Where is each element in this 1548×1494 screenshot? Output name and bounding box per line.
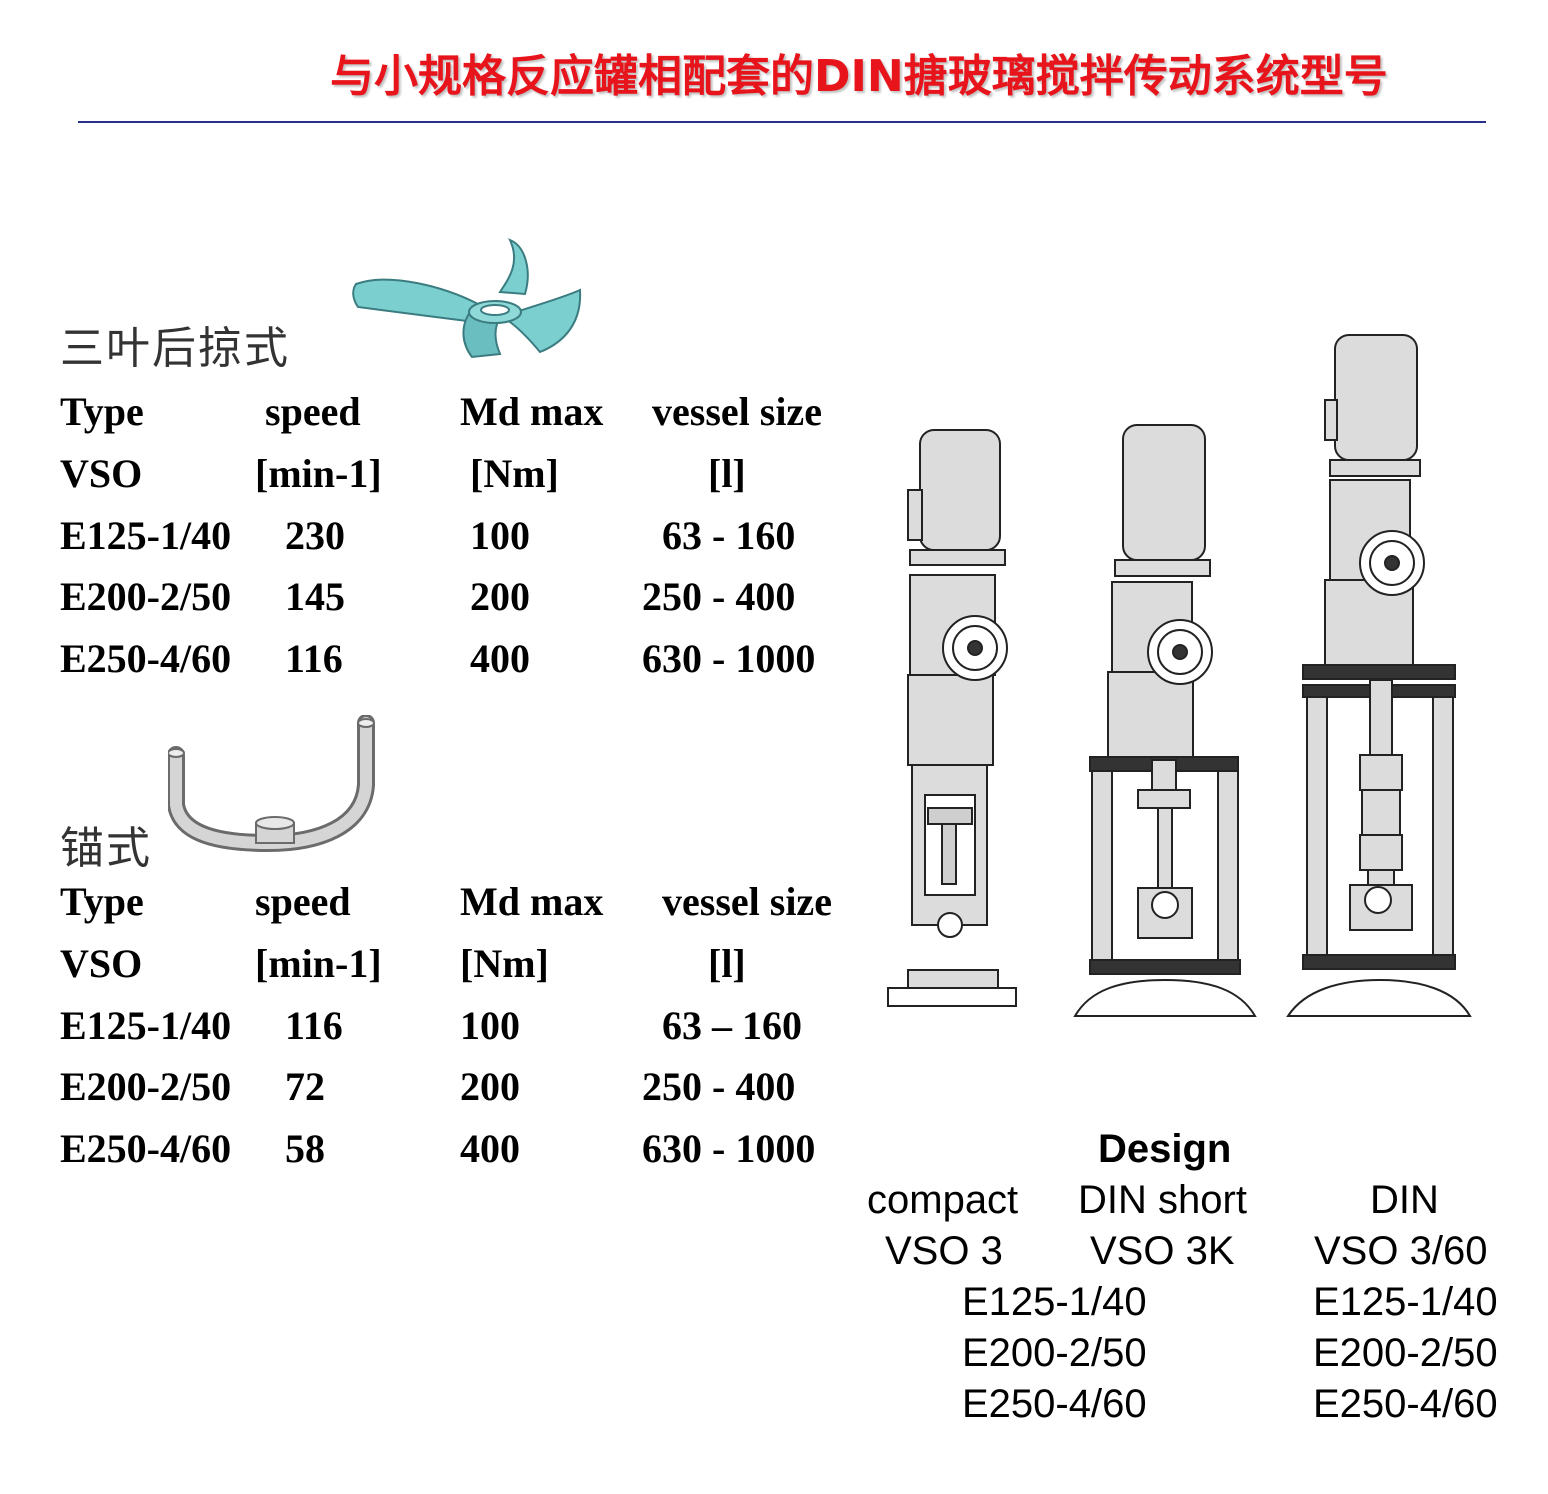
title-divider	[78, 121, 1486, 123]
cell-md-max: 100	[460, 1003, 520, 1048]
cell-md-max: 100	[470, 513, 530, 558]
header-vessel-size: vessel size	[662, 879, 832, 924]
din-drive-drawing	[1286, 334, 1472, 1017]
header-type: Type	[60, 879, 144, 924]
page-title: 与小规格反应罐相配套的DIN搪玻璃搅拌传动系统型号	[330, 51, 1388, 102]
drive-system-drawings	[887, 334, 1472, 1017]
size-right-item: E250-4/60	[1313, 1382, 1498, 1426]
design-din-model: VSO 3/60	[1314, 1229, 1488, 1273]
unit-type: VSO	[60, 451, 143, 496]
design-compact-name: compact	[867, 1178, 1019, 1222]
unit-md-max: [Nm]	[470, 451, 559, 496]
design-heading: Design	[1098, 1127, 1232, 1171]
cell-vessel-size: 630 - 1000	[642, 636, 816, 681]
header-speed: speed	[265, 389, 361, 434]
cell-vessel-size: 250 - 400	[642, 574, 796, 619]
design-din-name: DIN	[1370, 1178, 1439, 1222]
header-md-max: Md max	[460, 389, 604, 434]
unit-type: VSO	[60, 941, 143, 986]
size-left-item: E200-2/50	[962, 1331, 1147, 1375]
cell-md-max: 400	[460, 1126, 520, 1171]
cell-vessel-size: 250 - 400	[642, 1064, 796, 1109]
cell-vessel-size: 630 - 1000	[642, 1126, 816, 1171]
cell-type: E250-4/60	[60, 1126, 232, 1171]
anchor-impeller-icon	[168, 715, 375, 852]
unit-vessel-size: [l]	[708, 941, 746, 986]
unit-md-max: [Nm]	[460, 941, 549, 986]
cell-md-max: 200	[470, 574, 530, 619]
size-left-item: E125-1/40	[962, 1280, 1147, 1324]
header-type: Type	[60, 389, 144, 434]
cell-speed: 230	[285, 513, 345, 558]
cell-type: E250-4/60	[60, 636, 232, 681]
cell-speed: 116	[285, 636, 343, 681]
cell-speed: 116	[285, 1003, 343, 1048]
cell-vessel-size: 63 - 160	[662, 513, 796, 558]
cell-speed: 72	[285, 1064, 325, 1109]
header-md-max: Md max	[460, 879, 604, 924]
three-blade-impeller-icon	[352, 238, 582, 359]
cell-speed: 145	[285, 574, 345, 619]
section-label-retreat-curve: 三叶后掠式	[60, 323, 290, 374]
cell-type: E200-2/50	[60, 574, 232, 619]
header-vessel-size: vessel size	[652, 389, 822, 434]
cell-type: E200-2/50	[60, 1064, 232, 1109]
cell-md-max: 400	[470, 636, 530, 681]
design-din-short-model: VSO 3K	[1090, 1229, 1235, 1273]
cell-speed: 58	[285, 1126, 325, 1171]
design-din-short-name: DIN short	[1078, 1178, 1247, 1222]
size-right-item: E125-1/40	[1313, 1280, 1498, 1324]
unit-vessel-size: [l]	[708, 451, 746, 496]
cell-type: E125-1/40	[60, 1003, 232, 1048]
cell-vessel-size: 63 – 160	[662, 1003, 802, 1048]
unit-speed: [min-1]	[255, 941, 382, 986]
section-label-anchor: 锚式	[60, 823, 152, 874]
design-compact-model: VSO 3	[885, 1229, 1003, 1273]
compact-drive-drawing	[887, 429, 1017, 1007]
cell-md-max: 200	[460, 1064, 520, 1109]
unit-speed: [min-1]	[255, 451, 382, 496]
size-right-item: E200-2/50	[1313, 1331, 1498, 1375]
size-left-item: E250-4/60	[962, 1382, 1147, 1426]
header-speed: speed	[255, 879, 351, 924]
din-short-drive-drawing	[1073, 424, 1257, 1017]
cell-type: E125-1/40	[60, 513, 232, 558]
